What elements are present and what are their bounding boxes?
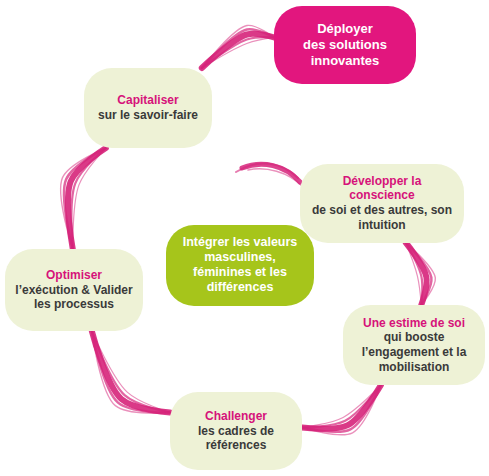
node-heading: Une estime de soi <box>363 316 465 331</box>
brush-stroke <box>302 385 381 428</box>
brush-spiral <box>236 163 302 186</box>
brush-connector <box>302 385 381 435</box>
node-body: les cadres de références <box>180 424 292 453</box>
brush-connector <box>406 243 436 306</box>
node-body: sur le savoir-faire <box>98 108 198 123</box>
node-body: qui booste l’engagement et la mobilisati… <box>353 330 475 374</box>
brush-stroke <box>406 243 436 306</box>
node-body: des solutions innovantes <box>284 37 406 69</box>
brush-stroke <box>61 148 106 249</box>
center-box: Intégrer les valeurs masculines, féminin… <box>166 225 314 306</box>
brush-stroke <box>202 37 274 68</box>
node-body: l’exécution & Valider les processus <box>15 283 133 312</box>
brush-stroke <box>92 331 170 413</box>
node-heading: Capitaliser <box>117 93 178 108</box>
step-box: Challengerles cadres de références <box>170 392 302 470</box>
brush-stroke <box>92 331 170 413</box>
brush-stroke <box>248 169 302 186</box>
step-box: Une estime de soiqui booste l’engagement… <box>343 305 485 385</box>
node-heading: Intégrer les valeurs masculines, féminin… <box>176 235 304 296</box>
node-heading: Déployer <box>317 21 373 37</box>
brush-stroke <box>92 331 170 413</box>
step-box: Développer la consciencede soi et des au… <box>300 164 464 243</box>
brush-stroke <box>68 148 106 249</box>
brush-stroke <box>202 25 274 68</box>
brush-connector <box>202 25 274 68</box>
brush-stroke <box>202 37 274 68</box>
brush-stroke <box>202 29 274 68</box>
brush-stroke <box>92 331 170 413</box>
brush-stroke <box>302 385 381 432</box>
step-box: Capitalisersur le savoir-faire <box>84 68 212 148</box>
step-box: Optimiserl’exécution & Valider les proce… <box>5 249 143 331</box>
brush-stroke <box>92 331 170 413</box>
brush-stroke <box>406 243 422 306</box>
node-heading: Optimiser <box>46 268 102 283</box>
brush-stroke <box>64 148 106 249</box>
node-heading: Challenger <box>205 409 267 424</box>
brush-connector <box>61 148 106 249</box>
brush-connector <box>92 331 170 413</box>
highlight-box: Déployerdes solutions innovantes <box>274 6 416 84</box>
node-heading: Développer la conscience <box>310 174 454 203</box>
node-body: de soi et des autres, son intuition <box>310 203 454 232</box>
brush-stroke <box>202 34 274 68</box>
brush-stroke <box>302 385 381 435</box>
